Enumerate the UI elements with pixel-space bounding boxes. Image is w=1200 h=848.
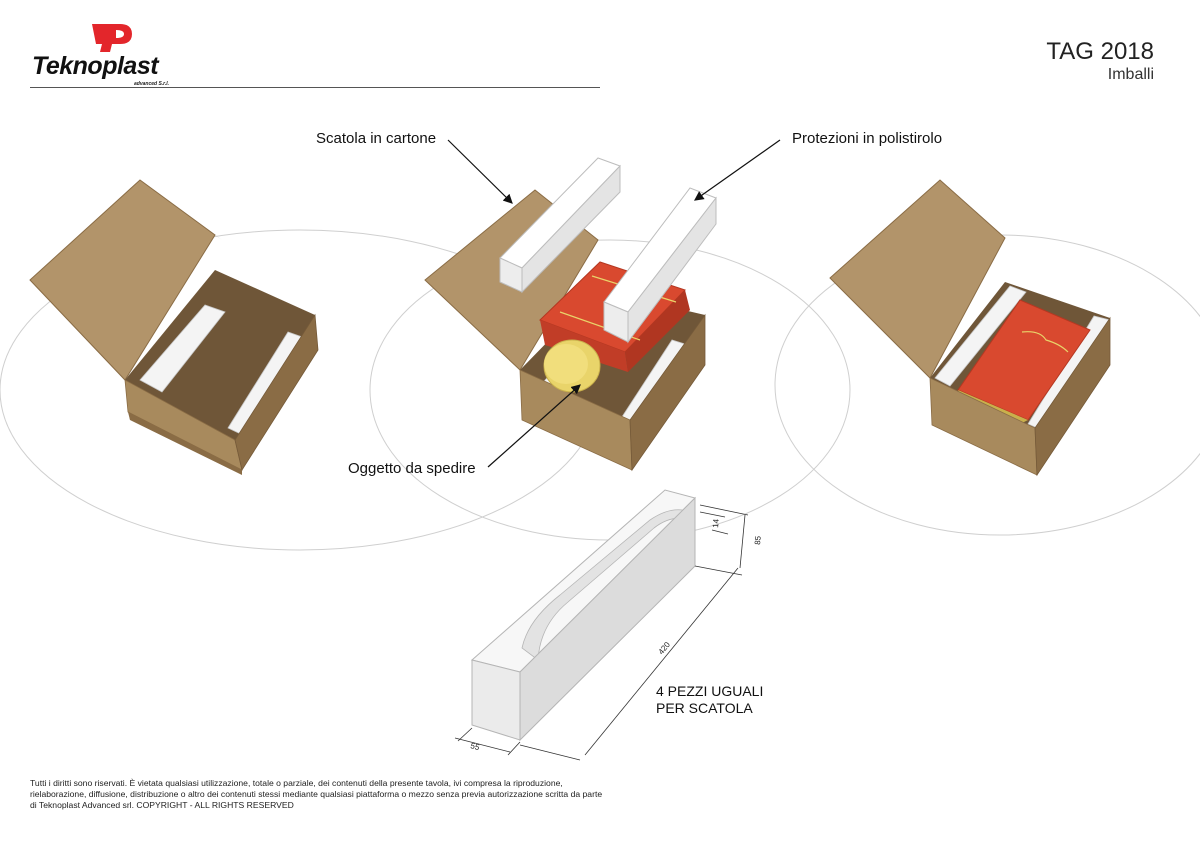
sheet-title: TAG 2018 bbox=[1046, 38, 1154, 65]
quantity-note-line2: PER SCATOLA bbox=[656, 700, 753, 716]
brand-name: Teknoplast bbox=[32, 52, 159, 80]
brand-tagline: advanced S.r.l. bbox=[134, 81, 170, 87]
dimension-groove-label: 14 bbox=[711, 518, 721, 528]
header-rule bbox=[30, 87, 600, 88]
dimension-length-label: 420 bbox=[657, 640, 673, 656]
quantity-note: 4 PEZZI UGUALI PER SCATOLA bbox=[656, 683, 763, 717]
box-callout-label: Scatola in cartone bbox=[316, 130, 437, 147]
item-callout-leader bbox=[487, 384, 581, 468]
dimension-height-label: 85 bbox=[753, 535, 763, 545]
box-exploded-view bbox=[424, 157, 717, 472]
item-callout-label: Oggetto da spedire bbox=[348, 460, 476, 477]
company-logo: Teknoplast advanced S.r.l. bbox=[30, 22, 190, 87]
foam-callout-leader bbox=[694, 139, 781, 201]
sheet-subtitle: Imballi bbox=[1107, 66, 1154, 83]
quantity-note-line1: 4 PEZZI UGUALI bbox=[656, 683, 764, 699]
dimension-width-label: 55 bbox=[470, 741, 481, 752]
copyright-footer: Tutti i diritti sono riservati. È vietat… bbox=[30, 778, 603, 810]
elephant-logo-icon bbox=[92, 24, 132, 52]
foam-callout-label: Protezioni in polistirolo bbox=[792, 130, 943, 147]
box-open-empty bbox=[29, 179, 319, 475]
box-packed-view bbox=[829, 179, 1111, 477]
dimension-lines bbox=[454, 504, 749, 761]
box-callout-leader bbox=[447, 139, 513, 204]
